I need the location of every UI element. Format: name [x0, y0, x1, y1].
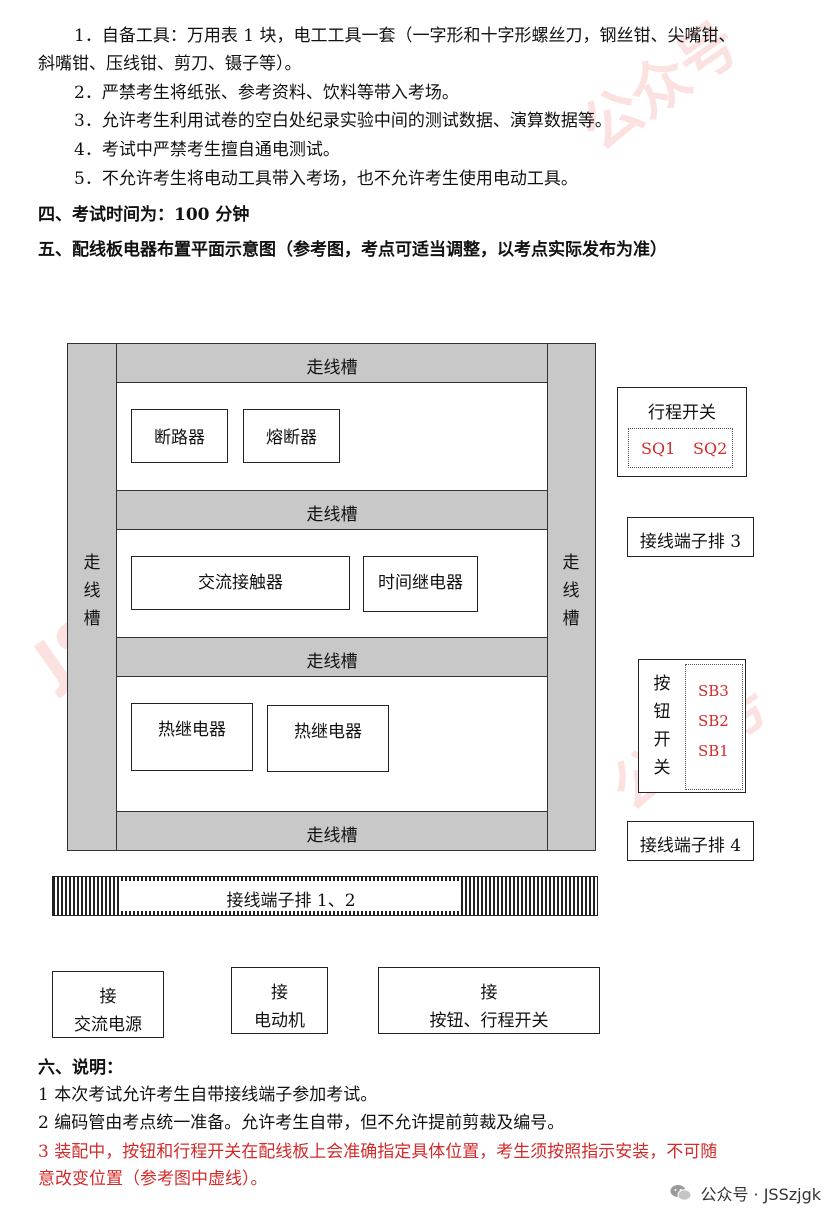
note-2: 2 编码管由考点统一准备。允许考生自带，但不允许提前剪裁及编号。 [38, 1113, 565, 1133]
circuit-breaker-label: 断路器 [154, 428, 205, 448]
trough-bottom: 走线槽 [116, 811, 548, 851]
terminal-block-4-label: 接线端子排 4 [639, 836, 742, 856]
button-switch-char-2: 钮 [653, 702, 671, 722]
connect-ac-power-line-1: 接 [99, 987, 117, 1007]
section-5-heading: 五、配线板电器布置平面示意图（参考图，考点可适当调整，以考点实际发布为准） [38, 240, 667, 260]
terminal-block-1-2-label: 接线端子排 1、2 [226, 891, 356, 911]
fuse: 熔断器 [243, 409, 340, 463]
thermal-relay-1-label: 热继电器 [158, 720, 226, 740]
trough-2-label: 走线槽 [306, 505, 358, 525]
time-relay-label: 时间继电器 [378, 573, 463, 593]
trough-bottom-label: 走线槽 [306, 826, 358, 846]
terminal-block-3: 接线端子排 3 [627, 517, 754, 557]
note-3-cont: 意改变位置（参考图中虚线）。 [38, 1169, 268, 1189]
sb3-label: SB3 [698, 682, 729, 700]
connect-motor: 接 电动机 [231, 967, 328, 1034]
sb2-label: SB2 [698, 712, 729, 730]
sq2-label: SQ2 [693, 439, 728, 458]
connect-motor-line-1: 接 [271, 983, 288, 1003]
trough-right-char-1: 走 [562, 553, 580, 573]
ac-contactor: 交流接触器 [131, 556, 350, 610]
button-switch-char-3: 开 [653, 730, 671, 750]
trough-left-char-2: 线 [83, 581, 101, 601]
rule-3: 3．允许考生利用试卷的空白处纪录实验中间的测试数据、演算数据等。 [74, 111, 612, 131]
rule-2: 2．严禁考生将纸张、参考资料、饮料等带入考场。 [74, 83, 459, 103]
rule-1: 1．自备工具：万用表 1 块，电工工具一套（一字形和十字形螺丝刀，钢丝钳、尖嘴钳… [74, 26, 736, 46]
wechat-icon [670, 1185, 692, 1201]
fuse-label: 熔断器 [266, 428, 317, 448]
terminal-block-4: 接线端子排 4 [627, 821, 754, 861]
connect-button-limit-line-1: 接 [480, 983, 498, 1003]
terminal-block-1-2-panel: 接线端子排 1、2 [121, 881, 461, 911]
terminal-block-1-2: 接线端子排 1、2 [52, 876, 598, 916]
sq1-label: SQ1 [641, 439, 676, 458]
trough-2: 走线槽 [116, 490, 548, 530]
button-switch: 按 钮 开 关 SB3 SB2 SB1 [638, 659, 746, 793]
trough-left-char-3: 槽 [83, 609, 101, 629]
rule-5: 5．不允许考生将电动工具带入考场，也不允许考生使用电动工具。 [74, 169, 578, 189]
trough-left: 走 线 槽 [67, 343, 117, 851]
time-relay: 时间继电器 [363, 556, 478, 612]
thermal-relay-2-label: 热继电器 [294, 722, 362, 742]
button-switch-dashed: SB3 SB2 SB1 [685, 664, 743, 790]
note-3: 3 装配中，按钮和行程开关在配线板上会准确指定具体位置，考生须按照指示安装，不可… [38, 1142, 718, 1162]
trough-right: 走 线 槽 [547, 343, 596, 851]
trough-right-char-3: 槽 [562, 609, 580, 629]
limit-switch-title: 行程开关 [648, 403, 716, 423]
trough-left-char-1: 走 [83, 553, 101, 573]
trough-3-label: 走线槽 [306, 652, 358, 672]
connect-button-limit-line-2: 按钮、行程开关 [429, 1011, 549, 1031]
ac-contactor-label: 交流接触器 [198, 573, 283, 593]
thermal-relay-1: 热继电器 [131, 703, 253, 771]
button-switch-char-4: 关 [653, 758, 671, 778]
footer-account: 公众号 · JSSzjgk [670, 1181, 821, 1205]
sb1-label: SB1 [698, 742, 729, 760]
thermal-relay-2: 热继电器 [267, 705, 389, 772]
trough-3: 走线槽 [116, 637, 548, 677]
trough-right-char-2: 线 [562, 581, 580, 601]
terminal-block-3-label: 接线端子排 3 [639, 532, 742, 552]
connect-ac-power-line-2: 交流电源 [74, 1015, 142, 1035]
section-6-heading: 六、说明： [38, 1058, 123, 1078]
rule-4: 4．考试中严禁考生擅自通电测试。 [74, 140, 340, 160]
limit-switch-dashed: SQ1 SQ2 [628, 428, 733, 468]
trough-top-label: 走线槽 [306, 358, 358, 378]
footer-text: 公众号 · JSSzjgk [700, 1185, 821, 1204]
limit-switch: 行程开关 SQ1 SQ2 [617, 387, 747, 477]
trough-top: 走线槽 [116, 343, 548, 383]
button-switch-char-1: 按 [653, 674, 671, 694]
connect-ac-power: 接 交流电源 [52, 971, 164, 1038]
rule-1-cont: 斜嘴钳、压线钳、剪刀、镊子等）。 [38, 54, 302, 74]
note-1: 1 本次考试允许考生自带接线端子参加考试。 [38, 1085, 378, 1105]
section-4-heading: 四、考试时间为：100 分钟 [38, 205, 250, 225]
connect-button-limit: 接 按钮、行程开关 [378, 967, 600, 1034]
circuit-breaker: 断路器 [131, 409, 228, 463]
connect-motor-line-2: 电动机 [254, 1011, 305, 1031]
